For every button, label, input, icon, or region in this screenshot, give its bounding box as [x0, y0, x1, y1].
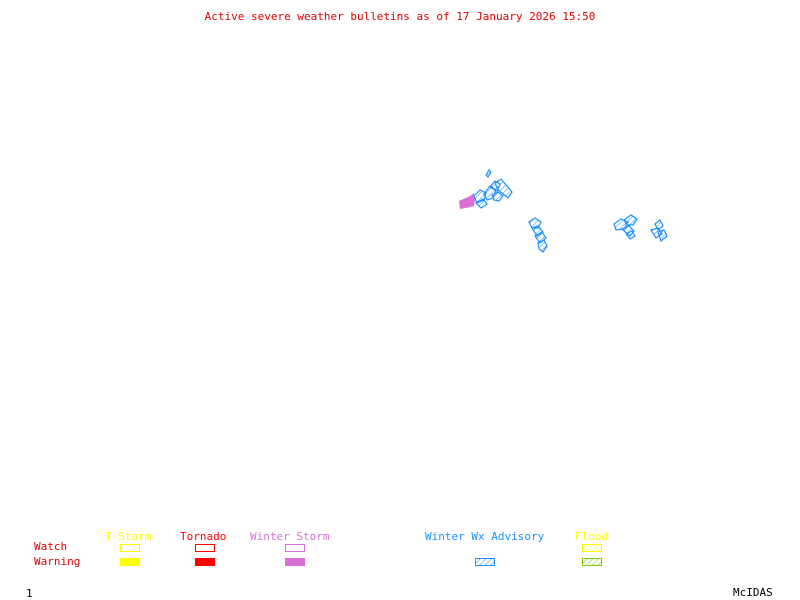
- legend-label-tornado: Tornado: [180, 530, 227, 543]
- legend-label-winter-wx-advisory: Winter Wx Advisory: [425, 530, 545, 543]
- bulletin-title: Active severe weather bulletins as of 17…: [204, 10, 596, 23]
- legend-label-tstorm: T-Storm: [105, 530, 152, 543]
- winter-advisory-area-east-1: [613, 214, 638, 240]
- software-label: McIDAS: [733, 586, 773, 599]
- winter-storm-warning-swatch: [285, 558, 305, 566]
- tstorm-warning-swatch: [120, 558, 140, 566]
- winter-storm-watch-swatch: [285, 544, 305, 552]
- legend-row-watch: Watch: [34, 540, 68, 553]
- legend-row-warning: Warning: [34, 555, 81, 568]
- winter-wx-advisory-swatch: [475, 558, 495, 566]
- winter-advisory-area-northeast: [473, 169, 513, 209]
- flood-warning-swatch: [582, 558, 602, 566]
- flood-watch-swatch: [582, 544, 602, 552]
- winter-storm-warning-area: [459, 193, 475, 209]
- legend-label-winter-storm: Winter Storm: [250, 530, 330, 543]
- winter-advisory-area-central: [528, 217, 548, 253]
- frame-number: 1: [26, 587, 33, 600]
- tornado-watch-swatch: [195, 544, 215, 552]
- winter-advisory-area-east-2: [650, 219, 668, 243]
- tstorm-watch-swatch: [120, 544, 140, 552]
- legend-label-flood: Flood: [575, 530, 609, 543]
- tornado-warning-swatch: [195, 558, 215, 566]
